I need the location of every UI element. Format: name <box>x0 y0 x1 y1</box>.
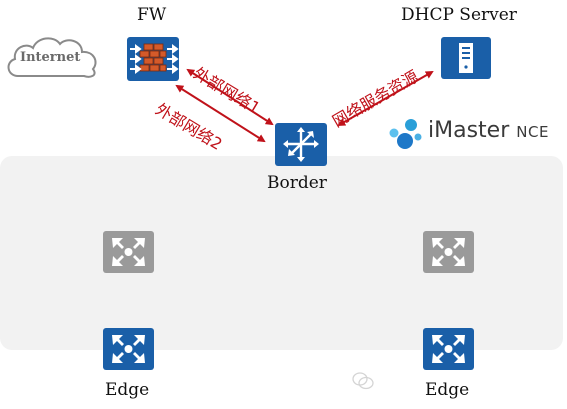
edge-left-label: Edge <box>105 380 150 400</box>
internet-label: Internet <box>20 50 81 65</box>
dhcp-server-label: DHCP Server <box>401 5 517 25</box>
dhcp-border-link <box>337 71 434 126</box>
fw-label: FW <box>137 5 167 25</box>
edge-right-label: Edge <box>425 380 470 400</box>
logo-brand: iMaster <box>428 118 510 143</box>
switch-icon-gray-right <box>423 231 474 273</box>
firewall-icon <box>127 37 179 81</box>
imaster-nce-logo-icon <box>389 119 422 149</box>
internet-cloud-icon <box>7 37 97 78</box>
fw-border-link-2 <box>175 84 266 143</box>
edge-switch-icon-left <box>103 328 154 370</box>
router-icon <box>275 123 327 166</box>
server-icon <box>441 37 491 79</box>
border-label: Border <box>267 173 327 193</box>
switch-icon-gray-left <box>103 231 154 273</box>
logo-product: NCE <box>516 123 549 141</box>
edge-switch-icon-right <box>423 328 474 370</box>
imaster-nce-logo: iMaster NCE <box>428 118 549 143</box>
wechat-watermark-icon <box>352 372 374 390</box>
